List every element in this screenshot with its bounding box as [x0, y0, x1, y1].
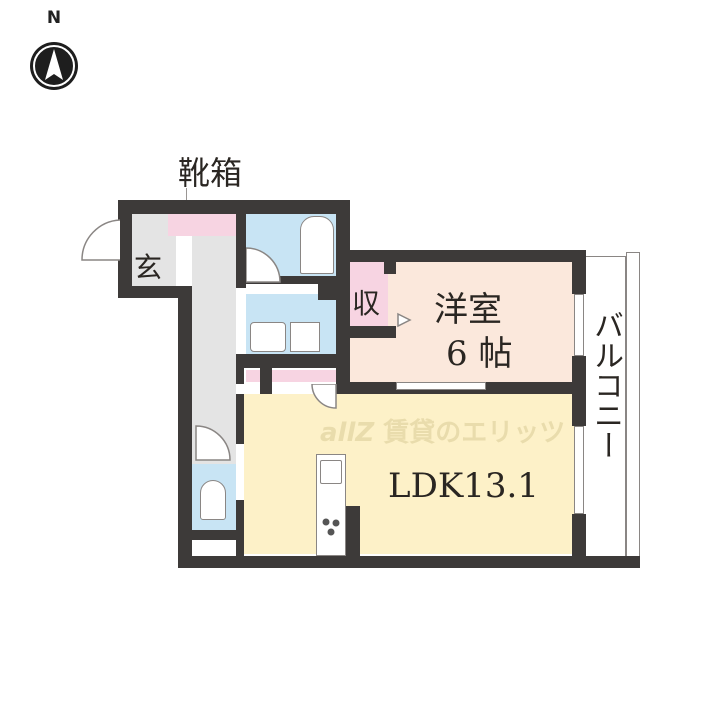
- wall: [336, 200, 350, 394]
- wall: [296, 276, 336, 284]
- bathtub: [300, 216, 334, 274]
- wall: [260, 368, 272, 394]
- ldk-closet: [272, 370, 336, 382]
- window: [574, 294, 584, 356]
- watermark-logo-text: allZ: [320, 418, 375, 448]
- storage-closet-overlay: [350, 262, 388, 328]
- watermark: allZ 賃貸のエリッツ: [320, 412, 565, 449]
- wall: [236, 394, 244, 444]
- storage-label: 収: [352, 287, 381, 320]
- washbasin: [250, 322, 286, 352]
- shoe-box: [168, 214, 236, 236]
- kitchen-sink: [320, 460, 342, 484]
- balcony-label: バルコニー: [588, 310, 623, 460]
- shoe-box-label: 靴箱: [178, 154, 243, 192]
- ldk: [244, 394, 576, 554]
- wall: [178, 530, 242, 540]
- wall: [118, 286, 180, 298]
- wall: [384, 262, 396, 274]
- balcony-rail: [626, 252, 640, 566]
- wall: [572, 250, 586, 294]
- wall: [572, 514, 586, 568]
- sliding-door: [396, 382, 486, 390]
- north-compass: N: [26, 8, 82, 94]
- window: [574, 426, 584, 514]
- ldk-label: LDK13.1: [388, 466, 539, 506]
- wall: [236, 354, 244, 384]
- stove-icon: [322, 518, 340, 536]
- western-room-size: 6 帖: [446, 334, 513, 374]
- watermark-text: 賃貸のエリッツ: [383, 418, 566, 448]
- wall: [178, 556, 640, 568]
- balcony: [584, 256, 626, 562]
- kitchen-partition: [346, 506, 360, 558]
- ldk-door-icon: [311, 384, 337, 409]
- hall-closet: [246, 370, 260, 382]
- wall: [336, 250, 586, 262]
- wall: [118, 200, 350, 214]
- washing-machine: [290, 322, 320, 352]
- closet-door-icon: [397, 312, 412, 328]
- toilet-fixture: [200, 480, 226, 520]
- compass-icon: [30, 42, 78, 90]
- north-label: N: [46, 8, 62, 28]
- wall: [236, 200, 246, 288]
- entrance-label: 玄: [134, 251, 163, 284]
- wall: [178, 286, 192, 568]
- wall: [236, 354, 350, 368]
- bathroom-door-icon: [246, 247, 281, 283]
- wall: [118, 200, 132, 298]
- wall: [350, 326, 396, 338]
- toilet-door-icon: [195, 425, 231, 461]
- entrance-door-icon: [81, 219, 121, 261]
- wall: [318, 284, 336, 300]
- western-room-label: 洋室: [434, 290, 502, 330]
